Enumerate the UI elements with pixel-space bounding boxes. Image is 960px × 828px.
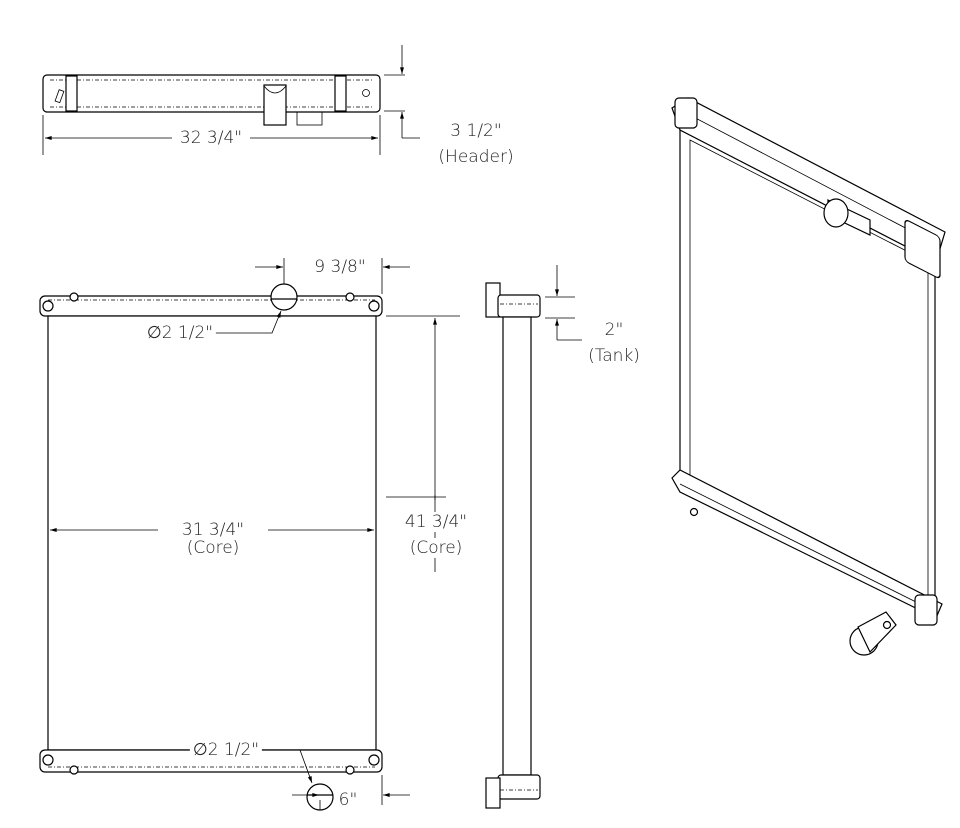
core-height-note: (Core) — [406, 538, 466, 558]
core-width-label: 31 3/4" — [178, 520, 248, 540]
outlet-diameter-label: ∅2 1/2" — [189, 740, 263, 760]
outlet-offset-label: 6" — [335, 790, 361, 810]
inlet-port — [270, 283, 298, 311]
core-height-label: 41 3/4" — [401, 512, 471, 532]
core-width-note: (Core) — [183, 538, 243, 558]
isometric-view — [671, 97, 946, 656]
tank-depth-label: 2" — [601, 320, 627, 340]
side-view — [485, 265, 582, 809]
tank-depth-note: (Tank) — [585, 346, 643, 366]
overall-width-label: 32 3/4" — [176, 128, 246, 148]
front-view — [39, 258, 460, 811]
top-view — [42, 45, 420, 155]
inlet-offset-label: 9 3/8" — [311, 257, 369, 277]
header-depth-note: (Header) — [435, 147, 517, 167]
inlet-diameter-label: ∅2 1/2" — [143, 323, 217, 343]
header-depth-label: 3 1/2" — [447, 121, 505, 141]
